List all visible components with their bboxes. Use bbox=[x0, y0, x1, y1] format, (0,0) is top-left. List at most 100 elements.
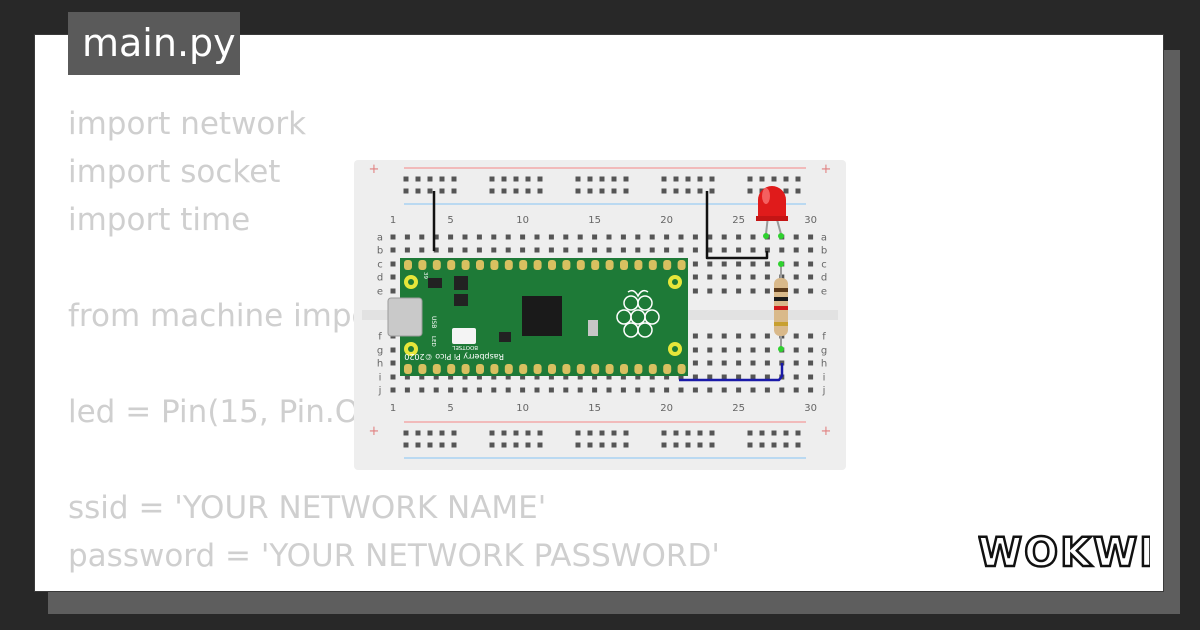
breadboard-hole[interactable] bbox=[635, 234, 641, 240]
breadboard-hole[interactable] bbox=[707, 360, 713, 366]
breadboard-hole[interactable] bbox=[736, 387, 742, 393]
rail-hole[interactable] bbox=[439, 442, 445, 448]
rail-hole[interactable] bbox=[599, 430, 605, 436]
breadboard-hole[interactable] bbox=[462, 234, 468, 240]
breadboard-hole[interactable] bbox=[736, 374, 742, 380]
breadboard-hole[interactable] bbox=[721, 288, 727, 294]
breadboard-hole[interactable] bbox=[649, 247, 655, 253]
breadboard-hole[interactable] bbox=[577, 387, 583, 393]
breadboard-hole[interactable] bbox=[793, 374, 799, 380]
breadboard-hole[interactable] bbox=[404, 247, 410, 253]
rail-hole[interactable] bbox=[513, 176, 519, 182]
rail-hole[interactable] bbox=[697, 188, 703, 194]
resistor[interactable] bbox=[774, 261, 788, 352]
breadboard-hole[interactable] bbox=[592, 234, 598, 240]
rail-hole[interactable] bbox=[759, 430, 765, 436]
breadboard-hole[interactable] bbox=[620, 387, 626, 393]
breadboard-hole[interactable] bbox=[649, 374, 655, 380]
breadboard-hole[interactable] bbox=[448, 374, 454, 380]
breadboard-hole[interactable] bbox=[707, 247, 713, 253]
breadboard-hole[interactable] bbox=[750, 387, 756, 393]
breadboard-hole[interactable] bbox=[764, 288, 770, 294]
rail-hole[interactable] bbox=[599, 188, 605, 194]
rail-hole[interactable] bbox=[673, 188, 679, 194]
breadboard-hole[interactable] bbox=[721, 274, 727, 280]
breadboard-hole[interactable] bbox=[635, 374, 641, 380]
breadboard-hole[interactable] bbox=[520, 387, 526, 393]
breadboard-hole[interactable] bbox=[750, 374, 756, 380]
breadboard-hole[interactable] bbox=[563, 374, 569, 380]
breadboard-hole[interactable] bbox=[736, 333, 742, 339]
breadboard-hole[interactable] bbox=[692, 347, 698, 353]
breadboard-hole[interactable] bbox=[620, 374, 626, 380]
breadboard-hole[interactable] bbox=[707, 347, 713, 353]
breadboard-hole[interactable] bbox=[736, 288, 742, 294]
rail-hole[interactable] bbox=[501, 176, 507, 182]
breadboard-hole[interactable] bbox=[433, 387, 439, 393]
breadboard-hole[interactable] bbox=[390, 347, 396, 353]
breadboard-hole[interactable] bbox=[764, 274, 770, 280]
breadboard-hole[interactable] bbox=[548, 234, 554, 240]
breadboard-hole[interactable] bbox=[793, 333, 799, 339]
breadboard-hole[interactable] bbox=[433, 247, 439, 253]
rail-hole[interactable] bbox=[525, 176, 531, 182]
rail-hole[interactable] bbox=[537, 430, 543, 436]
rail-hole[interactable] bbox=[611, 176, 617, 182]
rail-hole[interactable] bbox=[439, 176, 445, 182]
breadboard-hole[interactable] bbox=[721, 347, 727, 353]
rail-hole[interactable] bbox=[415, 176, 421, 182]
rail-hole[interactable] bbox=[427, 442, 433, 448]
breadboard-hole[interactable] bbox=[592, 374, 598, 380]
rail-hole[interactable] bbox=[771, 442, 777, 448]
rail-hole[interactable] bbox=[661, 430, 667, 436]
breadboard-hole[interactable] bbox=[577, 374, 583, 380]
breadboard-hole[interactable] bbox=[721, 333, 727, 339]
breadboard-hole[interactable] bbox=[750, 360, 756, 366]
rail-hole[interactable] bbox=[513, 442, 519, 448]
rail-hole[interactable] bbox=[661, 442, 667, 448]
rail-hole[interactable] bbox=[537, 188, 543, 194]
rail-hole[interactable] bbox=[403, 176, 409, 182]
rail-hole[interactable] bbox=[439, 430, 445, 436]
rail-hole[interactable] bbox=[611, 188, 617, 194]
breadboard-hole[interactable] bbox=[390, 261, 396, 267]
breadboard-hole[interactable] bbox=[692, 234, 698, 240]
breadboard-hole[interactable] bbox=[548, 374, 554, 380]
breadboard-hole[interactable] bbox=[808, 247, 814, 253]
rail-hole[interactable] bbox=[587, 442, 593, 448]
breadboard-hole[interactable] bbox=[736, 234, 742, 240]
breadboard-hole[interactable] bbox=[491, 387, 497, 393]
breadboard-hole[interactable] bbox=[692, 288, 698, 294]
rail-hole[interactable] bbox=[427, 188, 433, 194]
breadboard-hole[interactable] bbox=[649, 234, 655, 240]
rail-hole[interactable] bbox=[501, 442, 507, 448]
breadboard-hole[interactable] bbox=[750, 247, 756, 253]
breadboard-hole[interactable] bbox=[808, 374, 814, 380]
breadboard-hole[interactable] bbox=[664, 247, 670, 253]
rail-hole[interactable] bbox=[661, 176, 667, 182]
breadboard-hole[interactable] bbox=[793, 247, 799, 253]
breadboard-hole[interactable] bbox=[476, 387, 482, 393]
breadboard-hole[interactable] bbox=[793, 288, 799, 294]
rail-hole[interactable] bbox=[525, 430, 531, 436]
breadboard-hole[interactable] bbox=[692, 374, 698, 380]
rail-hole[interactable] bbox=[575, 176, 581, 182]
breadboard-hole[interactable] bbox=[678, 374, 684, 380]
breadboard-hole[interactable] bbox=[448, 247, 454, 253]
breadboard-hole[interactable] bbox=[491, 247, 497, 253]
rail-hole[interactable] bbox=[611, 442, 617, 448]
breadboard-hole[interactable] bbox=[736, 261, 742, 267]
breadboard-hole[interactable] bbox=[491, 374, 497, 380]
bootsel-button[interactable] bbox=[452, 328, 476, 344]
breadboard-hole[interactable] bbox=[548, 387, 554, 393]
breadboard-hole[interactable] bbox=[779, 387, 785, 393]
breadboard-hole[interactable] bbox=[390, 387, 396, 393]
rail-hole[interactable] bbox=[623, 188, 629, 194]
breadboard-hole[interactable] bbox=[721, 234, 727, 240]
breadboard-hole[interactable] bbox=[750, 288, 756, 294]
breadboard-hole[interactable] bbox=[692, 274, 698, 280]
breadboard-hole[interactable] bbox=[764, 247, 770, 253]
breadboard-hole[interactable] bbox=[750, 347, 756, 353]
rail-hole[interactable] bbox=[661, 188, 667, 194]
